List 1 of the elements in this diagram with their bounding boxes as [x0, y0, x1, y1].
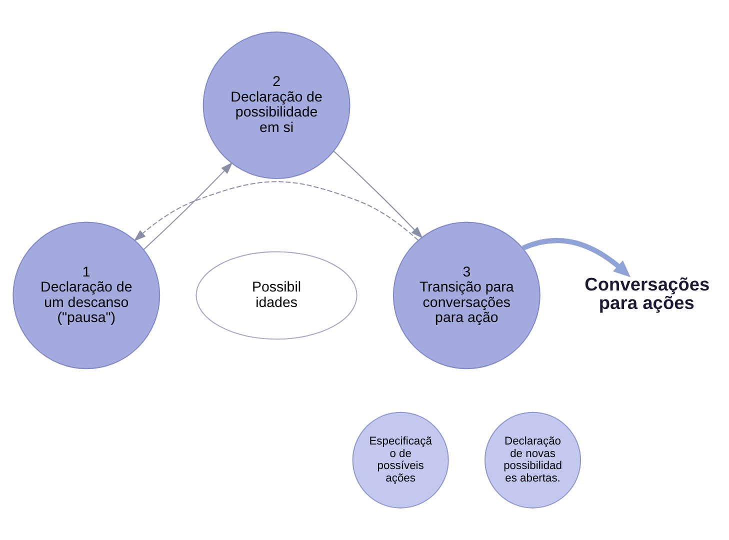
node-text: Conversações para ações — [584, 274, 710, 314]
